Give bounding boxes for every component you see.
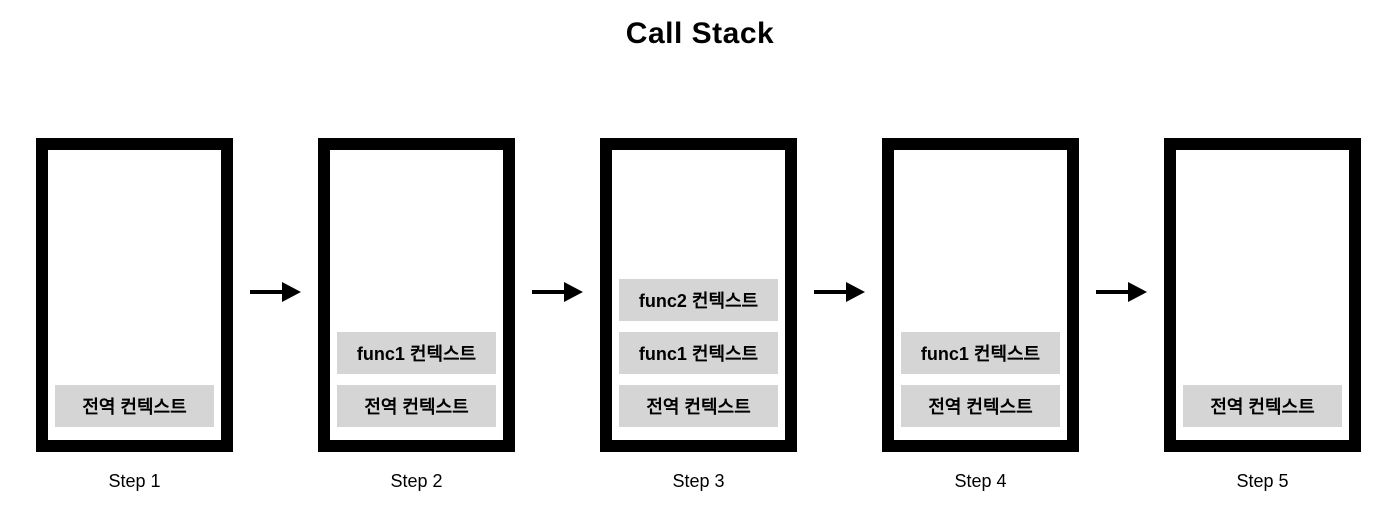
stack-box-step-2: func1 컨텍스트 전역 컨텍스트 <box>318 138 515 452</box>
right-arrow-icon <box>1096 281 1147 303</box>
step-5: 전역 컨텍스트 Step 5 <box>1164 138 1361 492</box>
context-func1: func1 컨텍스트 <box>337 332 496 374</box>
step-1: 전역 컨텍스트 Step 1 <box>36 138 233 492</box>
right-arrow-icon <box>250 281 301 303</box>
context-global: 전역 컨텍스트 <box>1183 385 1342 427</box>
context-global: 전역 컨텍스트 <box>619 385 778 427</box>
step-2: func1 컨텍스트 전역 컨텍스트 Step 2 <box>318 138 515 492</box>
right-arrow-icon <box>814 281 865 303</box>
step-3: func2 컨텍스트 func1 컨텍스트 전역 컨텍스트 Step 3 <box>600 138 797 492</box>
stack-box-step-1: 전역 컨텍스트 <box>36 138 233 452</box>
context-func1: func1 컨텍스트 <box>619 332 778 374</box>
step-4: func1 컨텍스트 전역 컨텍스트 Step 4 <box>882 138 1079 492</box>
step-2-label: Step 2 <box>390 471 443 491</box>
right-arrow-icon <box>532 281 583 303</box>
context-global: 전역 컨텍스트 <box>337 385 496 427</box>
step-5-label: Step 5 <box>1236 471 1289 491</box>
context-global: 전역 컨텍스트 <box>55 385 214 427</box>
diagram-title: Call Stack <box>625 17 775 50</box>
step-3-label: Step 3 <box>672 471 725 491</box>
stack-box-step-3: func2 컨텍스트 func1 컨텍스트 전역 컨텍스트 <box>600 138 797 452</box>
stack-box-step-4: func1 컨텍스트 전역 컨텍스트 <box>882 138 1079 452</box>
step-4-label: Step 4 <box>954 471 1007 491</box>
context-func1: func1 컨텍스트 <box>901 332 1060 374</box>
context-global: 전역 컨텍스트 <box>901 385 1060 427</box>
steps-row: 전역 컨텍스트 Step 1 func1 컨텍스트 전역 컨텍스트 Step 2 <box>36 138 1362 492</box>
step-1-label: Step 1 <box>108 471 161 491</box>
stack-box-step-5: 전역 컨텍스트 <box>1164 138 1361 452</box>
context-func2: func2 컨텍스트 <box>619 279 778 321</box>
